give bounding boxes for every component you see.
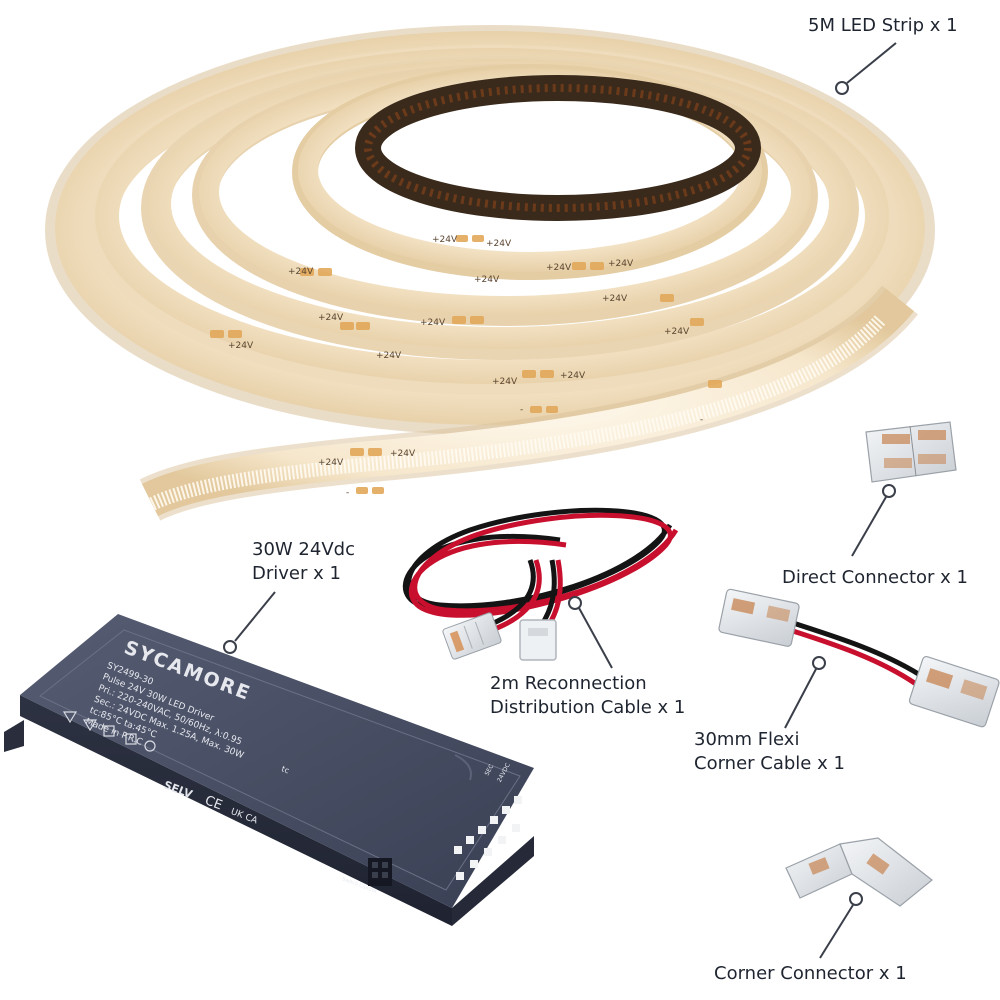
strip-marking-positive: +24V: [560, 371, 586, 381]
strip-marking-positive: +24V: [376, 351, 402, 361]
strip-marking-positive: +24V: [288, 267, 314, 277]
strip-marking-positive: +24V: [486, 239, 512, 249]
label-driver: 30W 24Vdc Driver x 1: [252, 538, 355, 586]
callout-flexi-cable: [784, 656, 826, 729]
reconnection-cable: [402, 507, 679, 661]
flexi-connector-right: [908, 655, 1000, 728]
cable-white-plug: [519, 619, 557, 661]
callout-driver: [223, 591, 276, 654]
label-flexi-line1: 30mm Flexi: [694, 729, 800, 750]
callout-direct-connector: [851, 484, 896, 557]
cable-strip-connector: [442, 612, 502, 660]
certification-icons: [62, 711, 156, 752]
driver-tc: tc: [280, 764, 290, 775]
strip-marking-positive: +24V: [318, 313, 344, 323]
label-driver-line2: Driver x 1: [252, 563, 341, 584]
driver-output-ports: [454, 796, 522, 880]
label-corner-connector: Corner Connector x 1: [714, 962, 907, 986]
driver-ce: CE: [203, 793, 225, 813]
led-driver: SYCAMORE SY2499-30 Pulse 24V 30W LED Dri…: [4, 614, 534, 926]
corner-connector: [785, 837, 933, 907]
flexi-corner-cable: [718, 588, 1000, 728]
strip-marking-positive: +24V: [318, 458, 344, 468]
driver-switch-port: [368, 858, 392, 886]
strip-marking-negative: -: [700, 415, 703, 425]
strip-marking-negative: -: [520, 405, 523, 415]
callout-corner-connector: [819, 892, 863, 959]
strip-marking-positive: +24V: [228, 341, 254, 351]
label-driver-line1: 30W 24Vdc: [252, 539, 355, 560]
strip-marking-positive: +24V: [608, 259, 634, 269]
strip-marking-positive: +24V: [602, 294, 628, 304]
direct-connector: [865, 421, 957, 483]
label-direct-connector-text: Direct Connector x 1: [782, 567, 969, 588]
driver-sec: SEC: [484, 763, 496, 777]
led-strip-coil: +24V +24V +24V +24V +24V +24V +24V +24V …: [45, 25, 935, 521]
label-led-strip: 5M LED Strip x 1: [808, 14, 958, 38]
label-reconnection-line2: Distribution Cable x 1: [490, 697, 686, 718]
callout-led-strip: [835, 42, 897, 95]
label-led-strip-text: 5M LED Strip x 1: [808, 15, 958, 36]
strip-marking-positive: +24V: [390, 449, 416, 459]
label-direct-connector: Direct Connector x 1: [782, 566, 968, 590]
flexi-connector-left: [718, 588, 800, 647]
strip-marking-positive: +24V: [432, 235, 458, 245]
label-flexi-cable: 30mm Flexi Corner Cable x 1: [694, 728, 845, 776]
label-flexi-line2: Corner Cable x 1: [694, 753, 845, 774]
strip-marking-positive: +24V: [664, 327, 690, 337]
label-reconnection-cable: 2m Reconnection Distribution Cable x 1: [490, 672, 685, 720]
strip-marking-negative: -: [346, 488, 349, 498]
label-corner-connector-text: Corner Connector x 1: [714, 963, 907, 984]
strip-marking-positive: +24V: [420, 318, 446, 328]
callout-reconnection-cable: [568, 596, 613, 669]
label-reconnection-line1: 2m Reconnection: [490, 673, 647, 694]
strip-marking-positive: +24V: [474, 275, 500, 285]
strip-marking-positive: +24V: [546, 263, 572, 273]
strip-marking-positive: +24V: [492, 377, 518, 387]
